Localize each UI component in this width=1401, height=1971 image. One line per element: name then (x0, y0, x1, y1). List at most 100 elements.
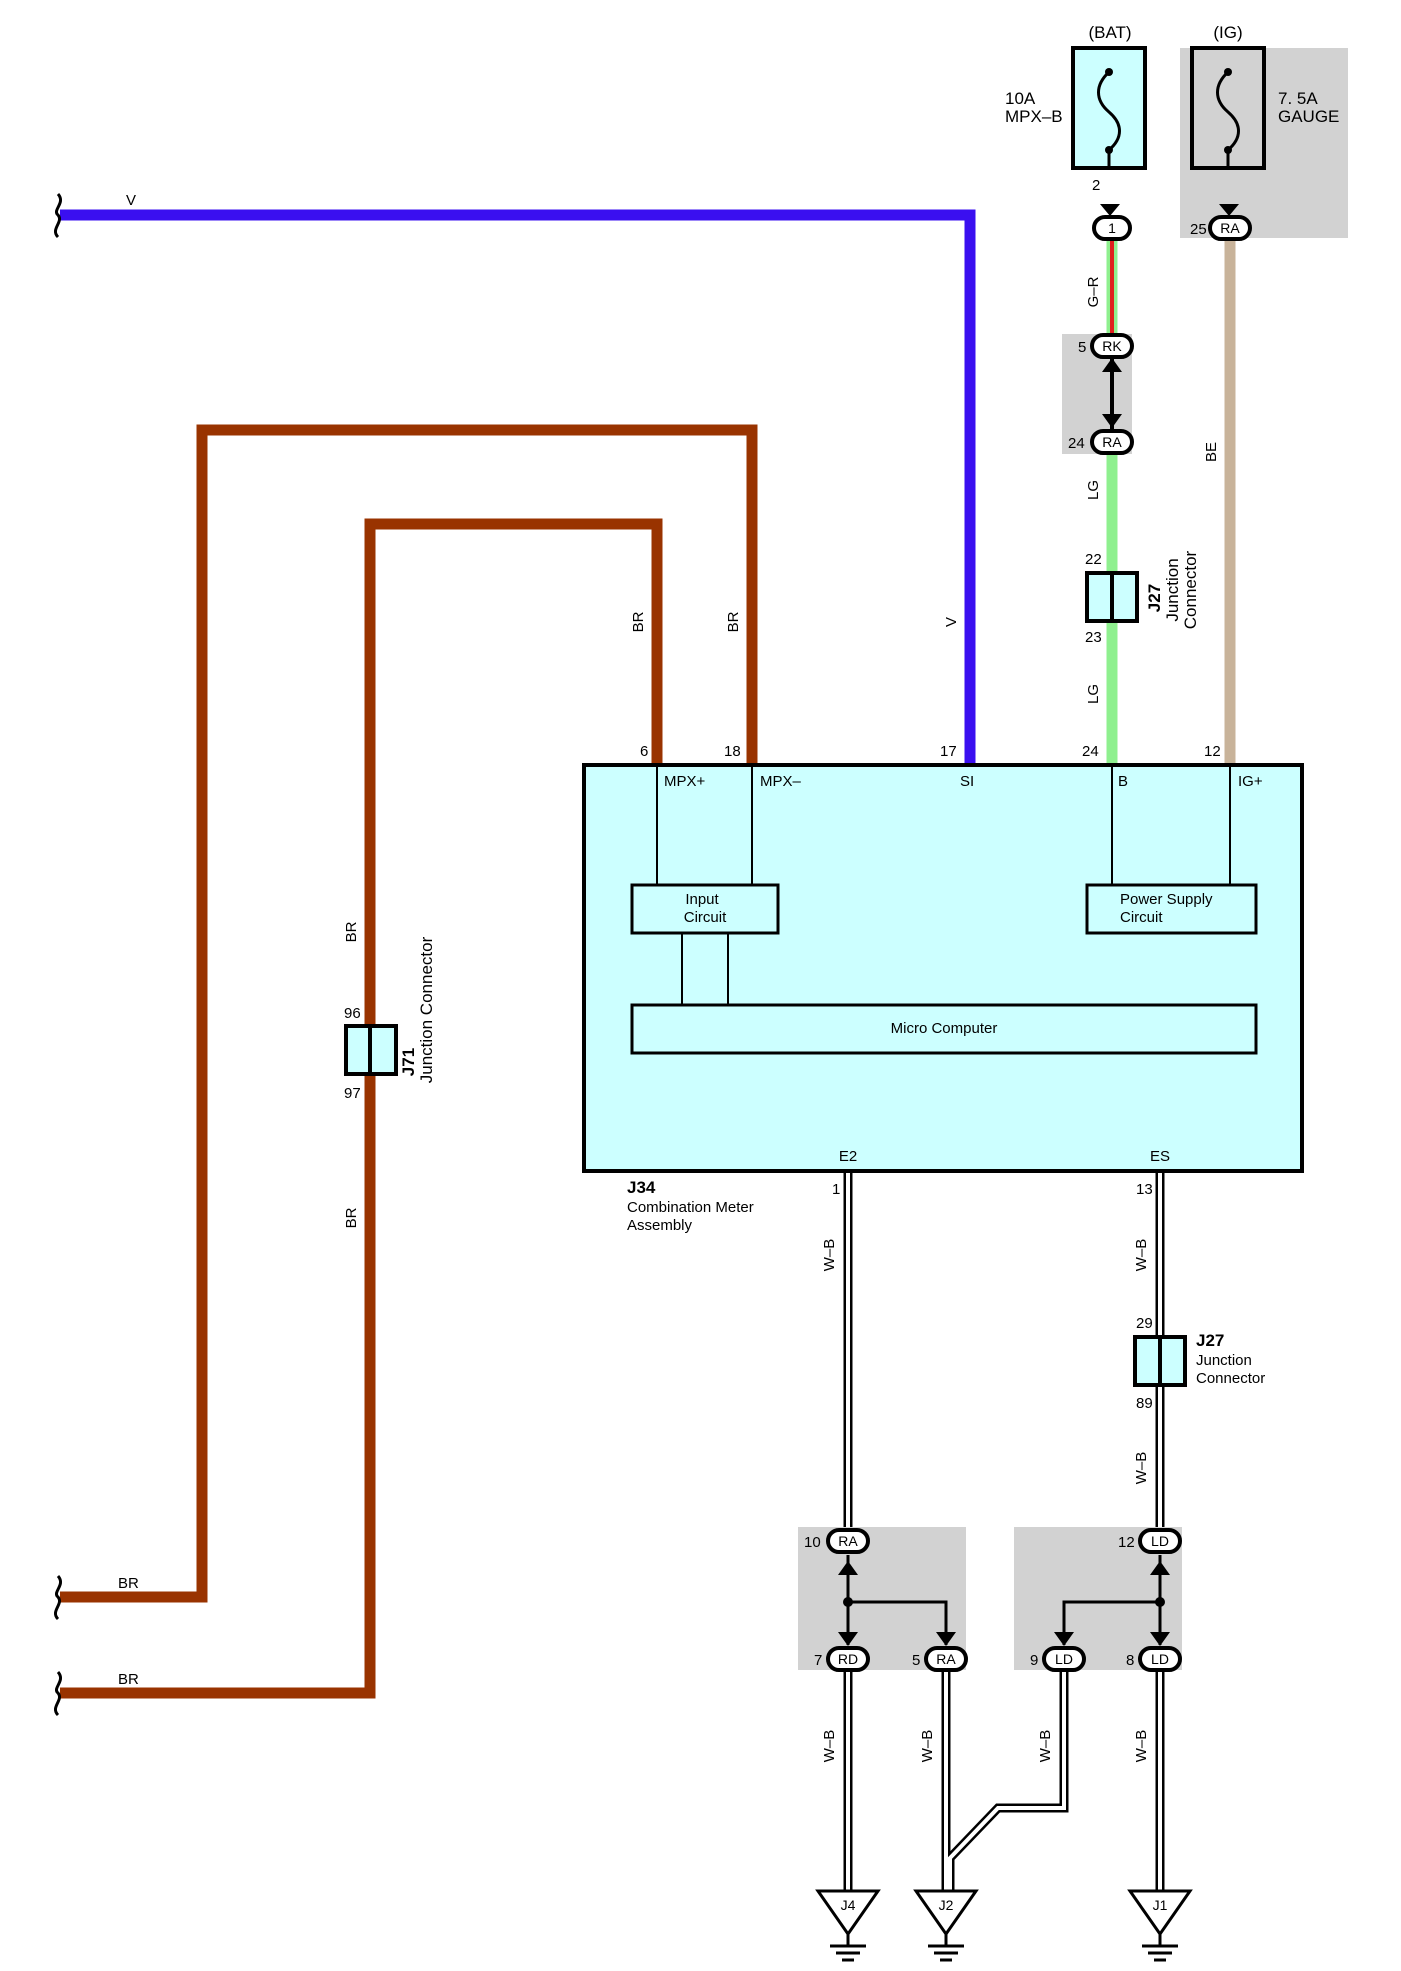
junction-j71 (344, 1024, 398, 1076)
pin-bat-2: 2 (1092, 177, 1100, 194)
j27-bottom-line2: Connector (1196, 1370, 1265, 1387)
pin-e2: 1 (832, 1181, 840, 1198)
wire-label-br-j71-bottom: BR (343, 1207, 360, 1228)
input-circuit-line1: Input (685, 891, 719, 908)
connector-ra-10: RA (826, 1528, 870, 1554)
svg-text:J2: J2 (939, 1897, 954, 1913)
pin-ig-plus: 12 (1204, 743, 1221, 760)
svg-text:J1: J1 (1153, 1897, 1168, 1913)
wire-label-v-mid: V (943, 617, 960, 627)
junction-j27-bottom (1133, 1335, 1187, 1387)
pin-j27-29: 29 (1136, 1315, 1153, 1332)
j27-bottom-id: J27 (1196, 1331, 1224, 1350)
fuse-icon (1216, 70, 1240, 152)
wire-break-br1 (53, 1575, 63, 1621)
ig-fuse-name: GAUGE (1278, 107, 1339, 126)
pin-mpx-plus: 6 (640, 743, 648, 760)
term-es: ES (1150, 1148, 1170, 1165)
wire-break-br2 (53, 1671, 63, 1717)
wire-label-w-b-e2: W–B (821, 1239, 838, 1272)
svg-text:J4: J4 (841, 1897, 856, 1913)
wire-label-br-mpxp: BR (630, 611, 647, 632)
wire-label-lg-2: LG (1085, 684, 1102, 704)
svg-text:RA: RA (936, 1651, 956, 1667)
bat-label: (BAT) (1088, 23, 1131, 42)
svg-text:1: 1 (1108, 220, 1116, 236)
wire-v (60, 209, 976, 764)
j71-line1: Junction Connector (417, 936, 436, 1083)
term-b: B (1118, 773, 1128, 790)
pin-rk-5: 5 (1078, 339, 1086, 356)
term-si: SI (960, 773, 974, 790)
bat-fuse-amp: 10A (1005, 89, 1036, 108)
wire-label-g-r: G–R (1085, 276, 1102, 307)
bat-fuse-name: MPX–B (1005, 107, 1063, 126)
pin-ld-12: 12 (1118, 1534, 1135, 1551)
pin-rd-7: 7 (814, 1652, 822, 1669)
connector-ra-24: RA (1090, 429, 1134, 455)
power-supply-line1: Power Supply (1120, 891, 1213, 908)
svg-text:LD: LD (1151, 1533, 1169, 1549)
pin-ld-8: 8 (1126, 1652, 1134, 1669)
wire-label-w-b-j1: W–B (1133, 1730, 1150, 1763)
connector-rd-7: RD (826, 1646, 870, 1672)
ig-label: (IG) (1213, 23, 1242, 42)
term-mpx-plus: MPX+ (664, 773, 706, 790)
pin-ld-9: 9 (1030, 1652, 1038, 1669)
ld-junction-links (1054, 1555, 1170, 1646)
connector-ld-9: LD (1042, 1646, 1086, 1672)
svg-text:LD: LD (1055, 1651, 1073, 1667)
wire-label-br-mpxm: BR (725, 611, 742, 632)
pin-j27-23: 23 (1085, 629, 1102, 646)
wire-label-w-b-j4: W–B (821, 1730, 838, 1763)
micro-computer-label: Micro Computer (891, 1020, 998, 1037)
power-supply-circuit (1085, 883, 1258, 935)
svg-text:RA: RA (838, 1533, 858, 1549)
wire-label-br-2: BR (118, 1671, 139, 1688)
pin-ra-10: 10 (804, 1534, 821, 1551)
j71-id: J71 (399, 1048, 418, 1076)
ground-j2: J2 (913, 1889, 979, 1962)
wire-w-b-j2 (941, 1672, 1069, 1890)
term-e2: E2 (839, 1148, 857, 1165)
junction-j27-top (1085, 571, 1139, 623)
svg-text:RA: RA (1102, 434, 1122, 450)
combination-meter-assembly (582, 763, 1304, 1173)
j27-top-id: J27 (1145, 584, 1164, 612)
j27-bottom-line1: Junction (1196, 1352, 1252, 1369)
pin-ra-5: 5 (912, 1652, 920, 1669)
svg-text:LD: LD (1151, 1651, 1169, 1667)
pin-si: 17 (940, 743, 957, 760)
pin-j71-97: 97 (344, 1085, 361, 1102)
term-ig-plus: IG+ (1238, 773, 1263, 790)
wire-label-w-b-j27: W–B (1133, 1452, 1150, 1485)
wire-label-w-b-es: W–B (1133, 1239, 1150, 1272)
svg-text:RD: RD (838, 1651, 858, 1667)
ig-fuse (1190, 46, 1266, 170)
input-circuit (630, 883, 780, 935)
wire-label-lg-1: LG (1085, 480, 1102, 500)
wire-label-v-top: V (126, 192, 136, 209)
term-mpx-minus: MPX– (760, 773, 802, 790)
wire-label-w-b-j2b: W–B (1037, 1730, 1054, 1763)
pin-es: 13 (1136, 1181, 1153, 1198)
svg-text:RK: RK (1102, 338, 1122, 354)
wire-br-mpx-minus (60, 424, 758, 1603)
meter-name-line1: Combination Meter (627, 1199, 754, 1216)
ig-fuse-amp: 7. 5A (1278, 89, 1318, 108)
ground-j1: J1 (1127, 1889, 1193, 1962)
pin-ig-25: 25 (1190, 221, 1207, 238)
j27-top-line2: Connector (1181, 550, 1200, 629)
wire-label-br-j71-top: BR (343, 921, 360, 942)
pin-j27-22: 22 (1085, 551, 1102, 568)
ra-rd-junction-links (838, 1555, 956, 1646)
pin-j71-96: 96 (344, 1005, 361, 1022)
fuse-icon (1097, 70, 1121, 152)
bat-fuse (1071, 46, 1147, 170)
connector-ld-12: LD (1138, 1528, 1182, 1554)
rk-ra-link (1102, 356, 1122, 432)
connector-ra-5: RA (924, 1646, 968, 1672)
meter-name-line2: Assembly (627, 1217, 693, 1234)
input-circuit-line2: Circuit (684, 909, 727, 926)
